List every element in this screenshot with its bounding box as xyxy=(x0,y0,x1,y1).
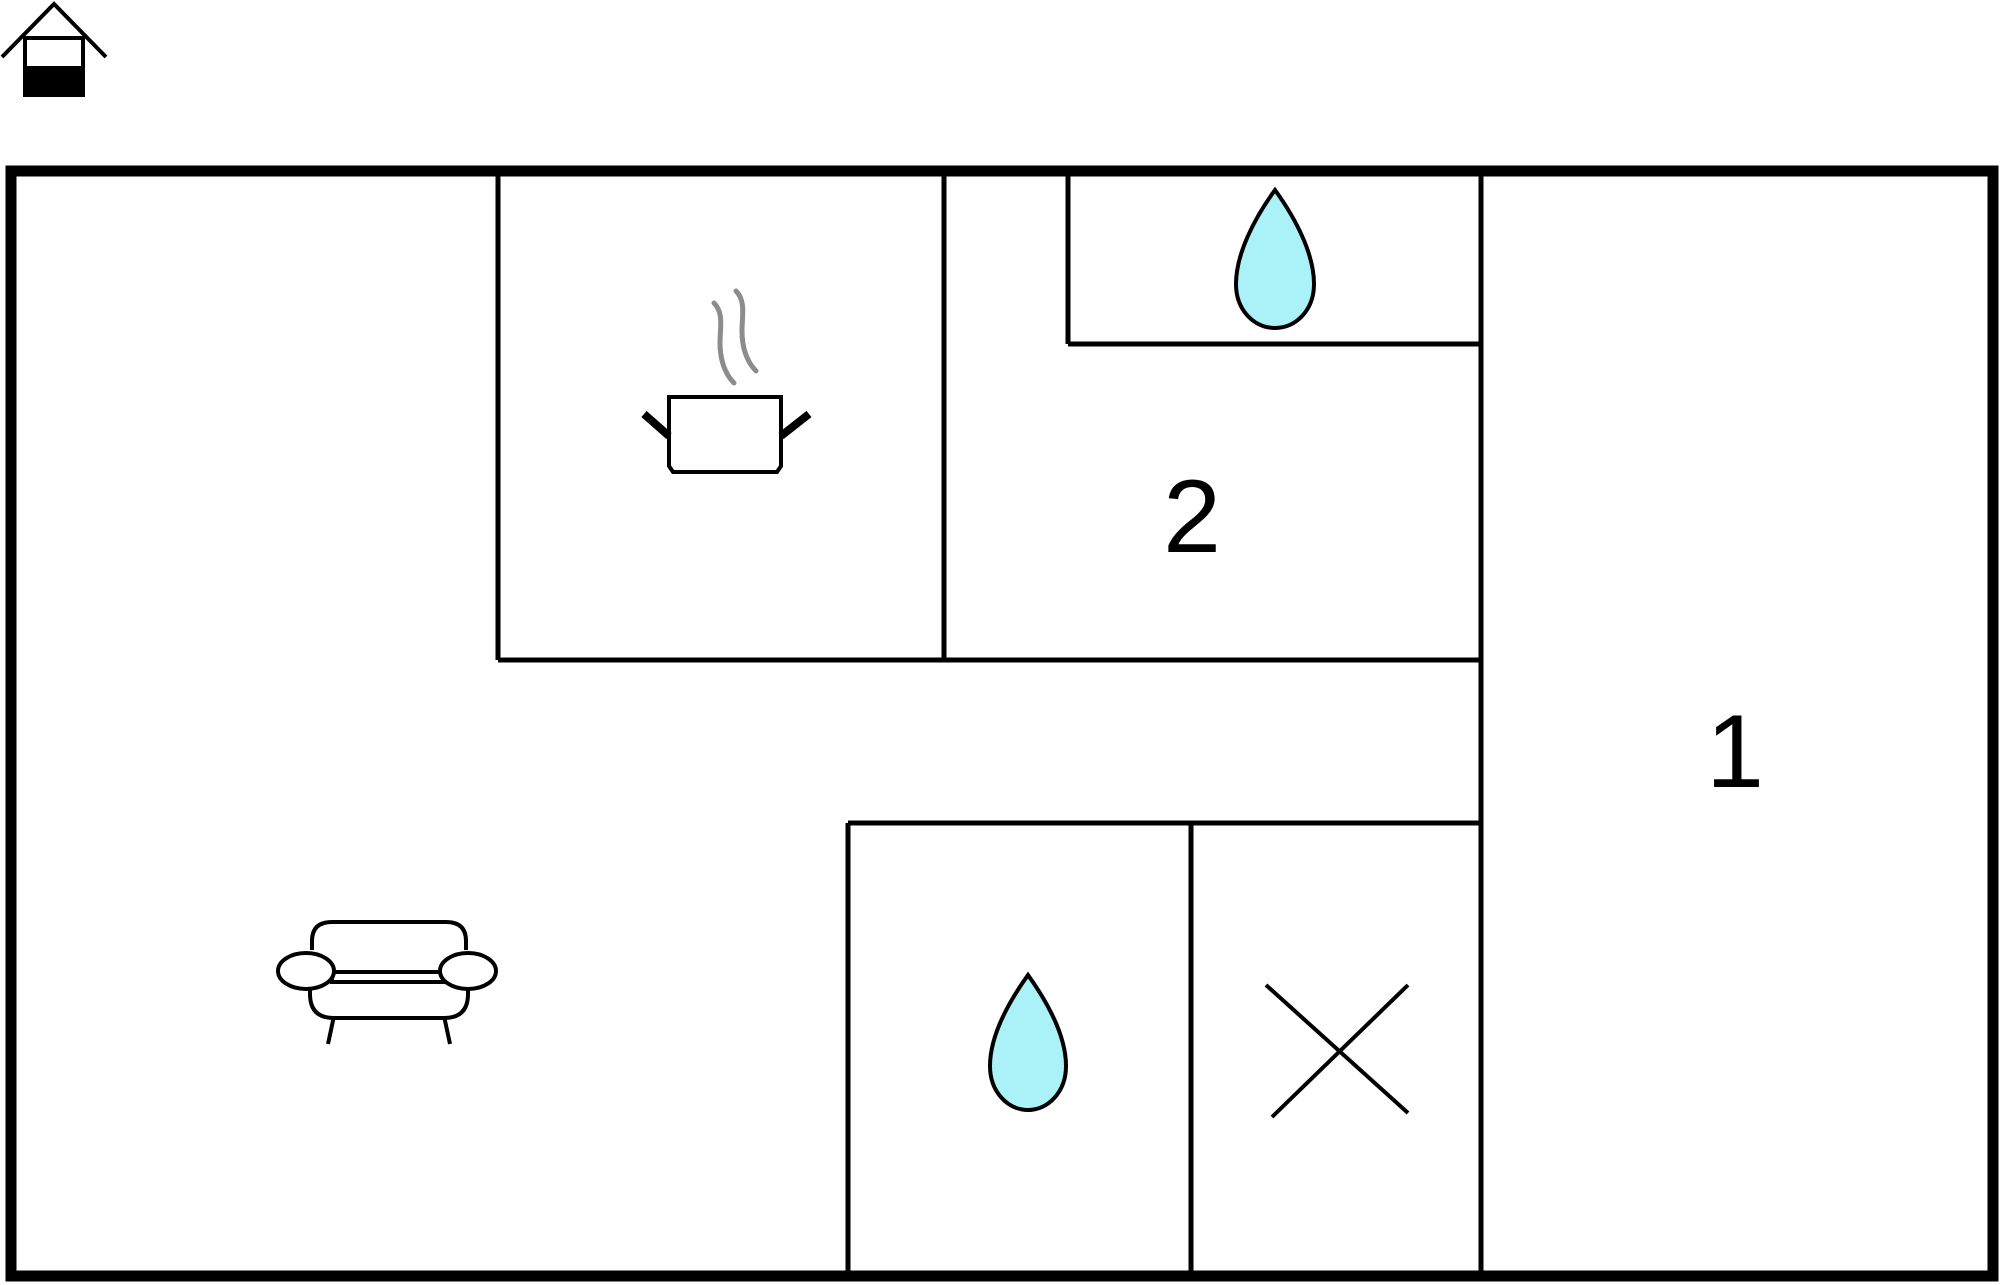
cross-icon xyxy=(1264,983,1410,1119)
room-label-2: 2 xyxy=(1163,459,1221,575)
outer-wall xyxy=(5,165,1999,1282)
house-ground-floor-icon xyxy=(0,1,108,97)
water-drop-icon xyxy=(1233,186,1317,331)
room-label-1: 1 xyxy=(1706,694,1764,810)
interior-walls xyxy=(495,171,1484,1276)
sofa-icon xyxy=(276,920,498,1045)
water-drop-icon xyxy=(987,971,1069,1113)
cooking-pot-icon xyxy=(641,288,812,474)
